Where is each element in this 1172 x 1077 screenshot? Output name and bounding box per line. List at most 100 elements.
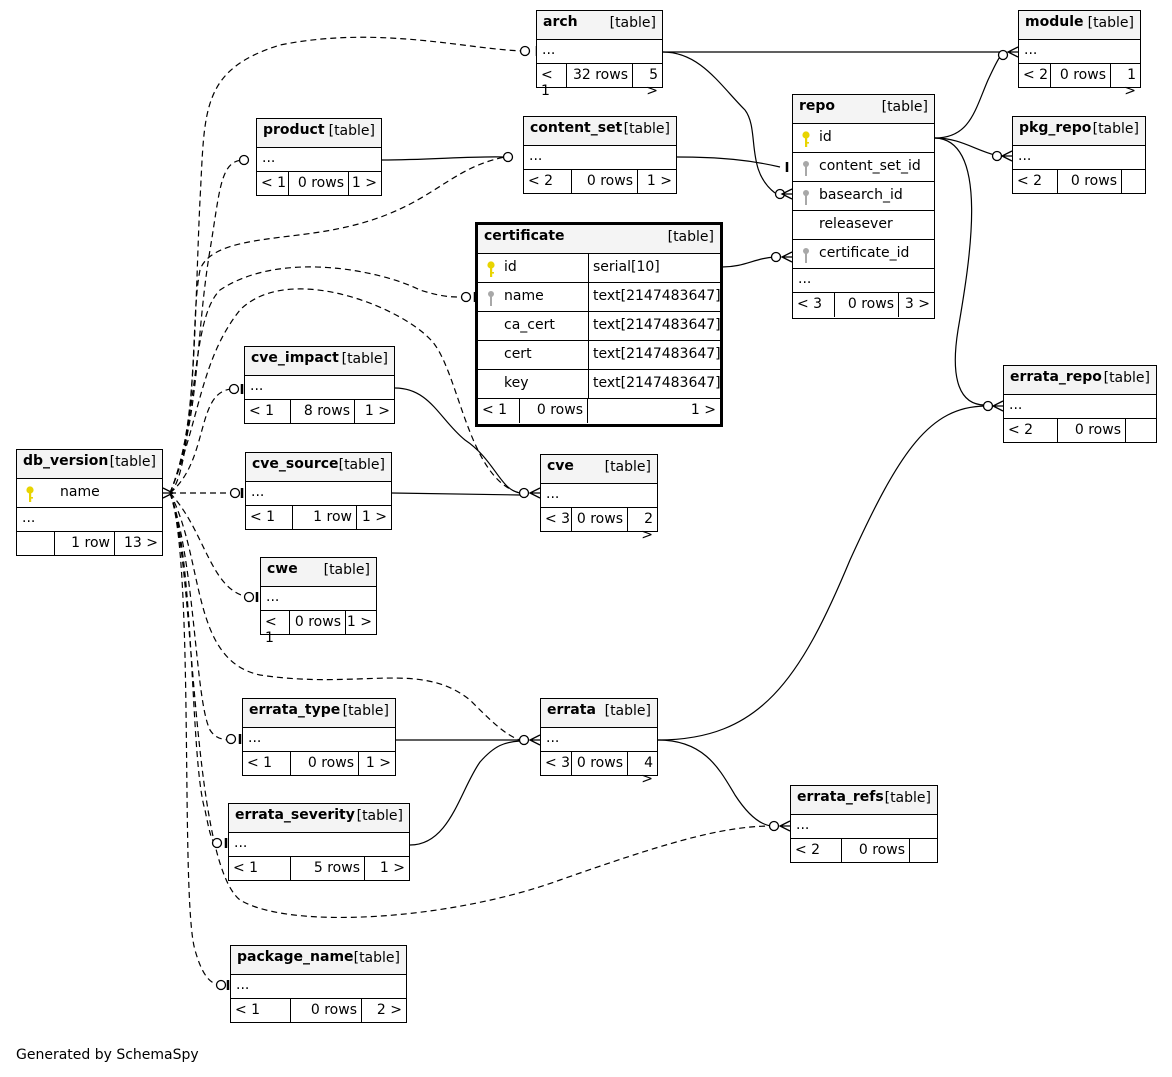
table-name: errata (547, 702, 596, 718)
column-type: serial[10] (588, 254, 660, 282)
many-marker (1000, 150, 1013, 162)
table-tag: [table] (342, 703, 389, 719)
foreign-key-icon (488, 291, 494, 306)
table-tag: [table] (323, 562, 370, 578)
table-package-name[interactable]: package_name[table] ... < 1 0 rows 2 > (230, 945, 407, 1023)
edge-product-content-set (381, 156, 506, 161)
edge-errata-errata-repo (657, 405, 986, 741)
edge-repo-pkg-repo (934, 137, 996, 156)
table-arch[interactable]: arch[table] ... < 1 32 rows 5 > (536, 10, 663, 99)
optional-marker (768, 820, 780, 832)
more-columns: ... (251, 484, 265, 500)
table-pkg-repo[interactable]: pkg_repo[table] ... < 2 0 rows (1012, 116, 1146, 194)
table-certificate[interactable]: certificate[table] id serial[10] name te… (475, 222, 723, 427)
column-type: text[2147483647] (588, 312, 721, 340)
table-name: db_version (23, 453, 109, 469)
row-count: 0 rows (1058, 419, 1126, 443)
more-columns: ... (546, 730, 560, 746)
table-tag: [table] (341, 351, 388, 367)
edge-db-version-errata-refs (169, 492, 773, 918)
parents-count: < 1 (261, 611, 290, 646)
foreign-key-icon (803, 248, 809, 263)
children-count: 1 > (690, 402, 716, 418)
table-name: cve_source (252, 456, 339, 472)
children-count: 1 > (1124, 67, 1136, 99)
table-errata-severity[interactable]: errata_severity[table] ... < 1 5 rows 1 … (228, 803, 410, 881)
optional-marker (770, 251, 782, 263)
table-cve-impact[interactable]: cve_impact[table] ... < 1 8 rows 1 > (244, 346, 395, 424)
edge-errata-errata-refs (657, 739, 773, 827)
column-name: content_set_id (819, 158, 921, 174)
optional-marker (228, 383, 240, 395)
many-marker (528, 734, 541, 746)
column-type: text[2147483647] (588, 341, 721, 369)
row-count: 0 rows (572, 752, 628, 776)
row-count: 0 rows (572, 508, 628, 532)
table-errata-repo[interactable]: errata_repo[table] ... < 2 0 rows (1003, 365, 1157, 443)
children-count (1126, 419, 1156, 443)
parents-count: < 1 (257, 172, 289, 196)
table-db-version[interactable]: db_version[table] name ... 1 row 13 > (16, 449, 163, 556)
more-columns: ... (22, 510, 36, 526)
table-tag: [table] (609, 15, 656, 31)
table-cwe[interactable]: cwe[table] ... < 1 0 rows 1 > (260, 557, 377, 646)
table-name: product (263, 122, 325, 138)
table-repo[interactable]: repo[table] id content_set_id basearch_i… (792, 94, 935, 319)
row-count: 32 rows (567, 64, 633, 88)
table-tag: [table] (1087, 15, 1134, 31)
table-content-set[interactable]: content_set[table] ... < 2 0 rows 1 > (523, 116, 677, 194)
more-columns: ... (1024, 42, 1038, 58)
table-tag: [table] (109, 454, 156, 470)
table-tag: [table] (1092, 121, 1139, 137)
many-marker (780, 251, 793, 263)
parents-count: < 3 (793, 293, 835, 317)
table-cve[interactable]: cve[table] ... < 3 0 rows 2 > (540, 454, 658, 543)
column-name: cert (504, 346, 532, 362)
parents-count: < 1 (246, 506, 293, 530)
table-tag: [table] (623, 121, 670, 137)
children-count: 1 > (351, 175, 377, 191)
table-name: content_set (530, 120, 623, 136)
row-count: 0 rows (835, 293, 899, 317)
parents-count: < 1 (231, 999, 291, 1023)
table-tag: [table] (884, 790, 931, 806)
more-columns: ... (542, 42, 556, 58)
table-cve-source[interactable]: cve_source[table] ... < 1 1 row 1 > (245, 452, 392, 530)
edge-db-version-content-set (169, 156, 506, 494)
edge-db-version-cve (169, 288, 521, 494)
column-name: id (504, 259, 517, 275)
parents-count: < 2 (524, 170, 572, 194)
table-name: errata_severity (235, 807, 355, 823)
more-columns: ... (248, 730, 262, 746)
parents-count (17, 532, 55, 556)
table-tag: [table] (328, 123, 375, 139)
many-marker (991, 400, 1004, 412)
edge-db-version-errata-severity (169, 492, 218, 845)
parents-count: < 3 (541, 508, 572, 532)
column-name: id (819, 129, 832, 145)
table-tag: [table] (881, 99, 928, 115)
optional-marker (243, 591, 255, 603)
optional-marker (215, 979, 227, 991)
optional-marker (991, 150, 1003, 162)
children-count: 5 > (646, 67, 658, 99)
table-errata[interactable]: errata[table] ... < 3 0 rows 4 > (540, 698, 658, 787)
children-count: 13 > (124, 535, 158, 551)
table-name: errata_type (249, 702, 341, 718)
row-count: 0 rows (572, 170, 638, 194)
table-module[interactable]: module[table] ... < 2 0 rows 1 > (1018, 10, 1141, 99)
table-name: errata_refs (797, 789, 884, 805)
foreign-key-icon (803, 190, 809, 205)
row-count: 0 rows (290, 611, 346, 635)
edge-db-version-arch (169, 36, 526, 494)
optional-marker (229, 487, 241, 499)
table-name: package_name (237, 949, 354, 965)
table-errata-refs[interactable]: errata_refs[table] ... < 2 0 rows (790, 785, 938, 863)
children-count: 1 > (365, 755, 391, 771)
optional-marker (225, 733, 237, 745)
more-columns: ... (529, 148, 543, 164)
table-product[interactable]: product[table] ... < 1 0 rows 1 > (256, 118, 382, 196)
table-tag: [table] (353, 950, 400, 966)
primary-key-icon (802, 131, 810, 147)
table-errata-type[interactable]: errata_type[table] ... < 1 0 rows 1 > (242, 698, 396, 776)
